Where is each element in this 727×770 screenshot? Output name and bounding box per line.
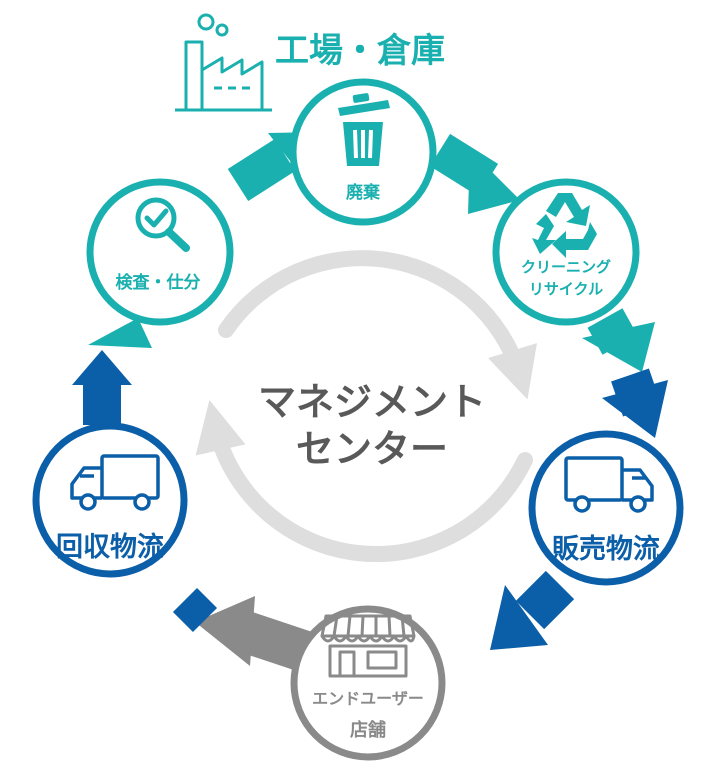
center-title-line2: センター bbox=[296, 427, 448, 471]
node-cleaning: クリーニング リサイクル bbox=[492, 178, 640, 326]
header-title: 工場・倉庫 bbox=[275, 31, 445, 71]
arrow-cleaning-to-hanbai-lower bbox=[602, 368, 668, 438]
node-cleaning-line1: クリーニング bbox=[521, 258, 611, 276]
node-kensa: 検査・仕分 bbox=[86, 178, 234, 326]
arrow-kaishu-outgoing bbox=[172, 587, 218, 633]
truck-icon bbox=[70, 454, 160, 511]
arrow-kaishu-to-kensa bbox=[72, 350, 132, 425]
truck-icon bbox=[564, 456, 654, 513]
node-haiki-label: 廃棄 bbox=[346, 182, 381, 203]
node-hanbai: 販売物流 bbox=[528, 430, 684, 586]
node-hanbai-label: 販売物流 bbox=[552, 534, 660, 565]
node-cleaning-line2: リサイクル bbox=[529, 280, 603, 298]
node-enduser-line2: 店舗 bbox=[350, 719, 386, 741]
node-kaishu: 回収物流 bbox=[32, 422, 188, 578]
node-kensa-label: 検査・仕分 bbox=[116, 272, 201, 293]
node-haiki: 廃棄 bbox=[289, 78, 437, 226]
node-enduser: エンドユーザー 店舗 bbox=[290, 605, 446, 761]
node-kaishu-label: 回収物流 bbox=[56, 532, 164, 563]
center-ring bbox=[195, 250, 537, 563]
recycle-icon bbox=[532, 193, 597, 258]
arrow-cleaning-to-hanbai bbox=[582, 308, 655, 372]
node-enduser-line1: エンドユーザー bbox=[312, 689, 424, 708]
arrow-hanbai-to-enduser bbox=[490, 570, 575, 650]
arrow-kaishu-to-kensa-teal bbox=[88, 318, 152, 348]
storefront-icon bbox=[320, 614, 416, 678]
factory-icon bbox=[175, 13, 272, 112]
center-title-line1: マネジメント bbox=[258, 380, 486, 424]
arrow-haiki-to-cleaning bbox=[429, 133, 520, 214]
magnifier-check-icon bbox=[135, 197, 190, 252]
